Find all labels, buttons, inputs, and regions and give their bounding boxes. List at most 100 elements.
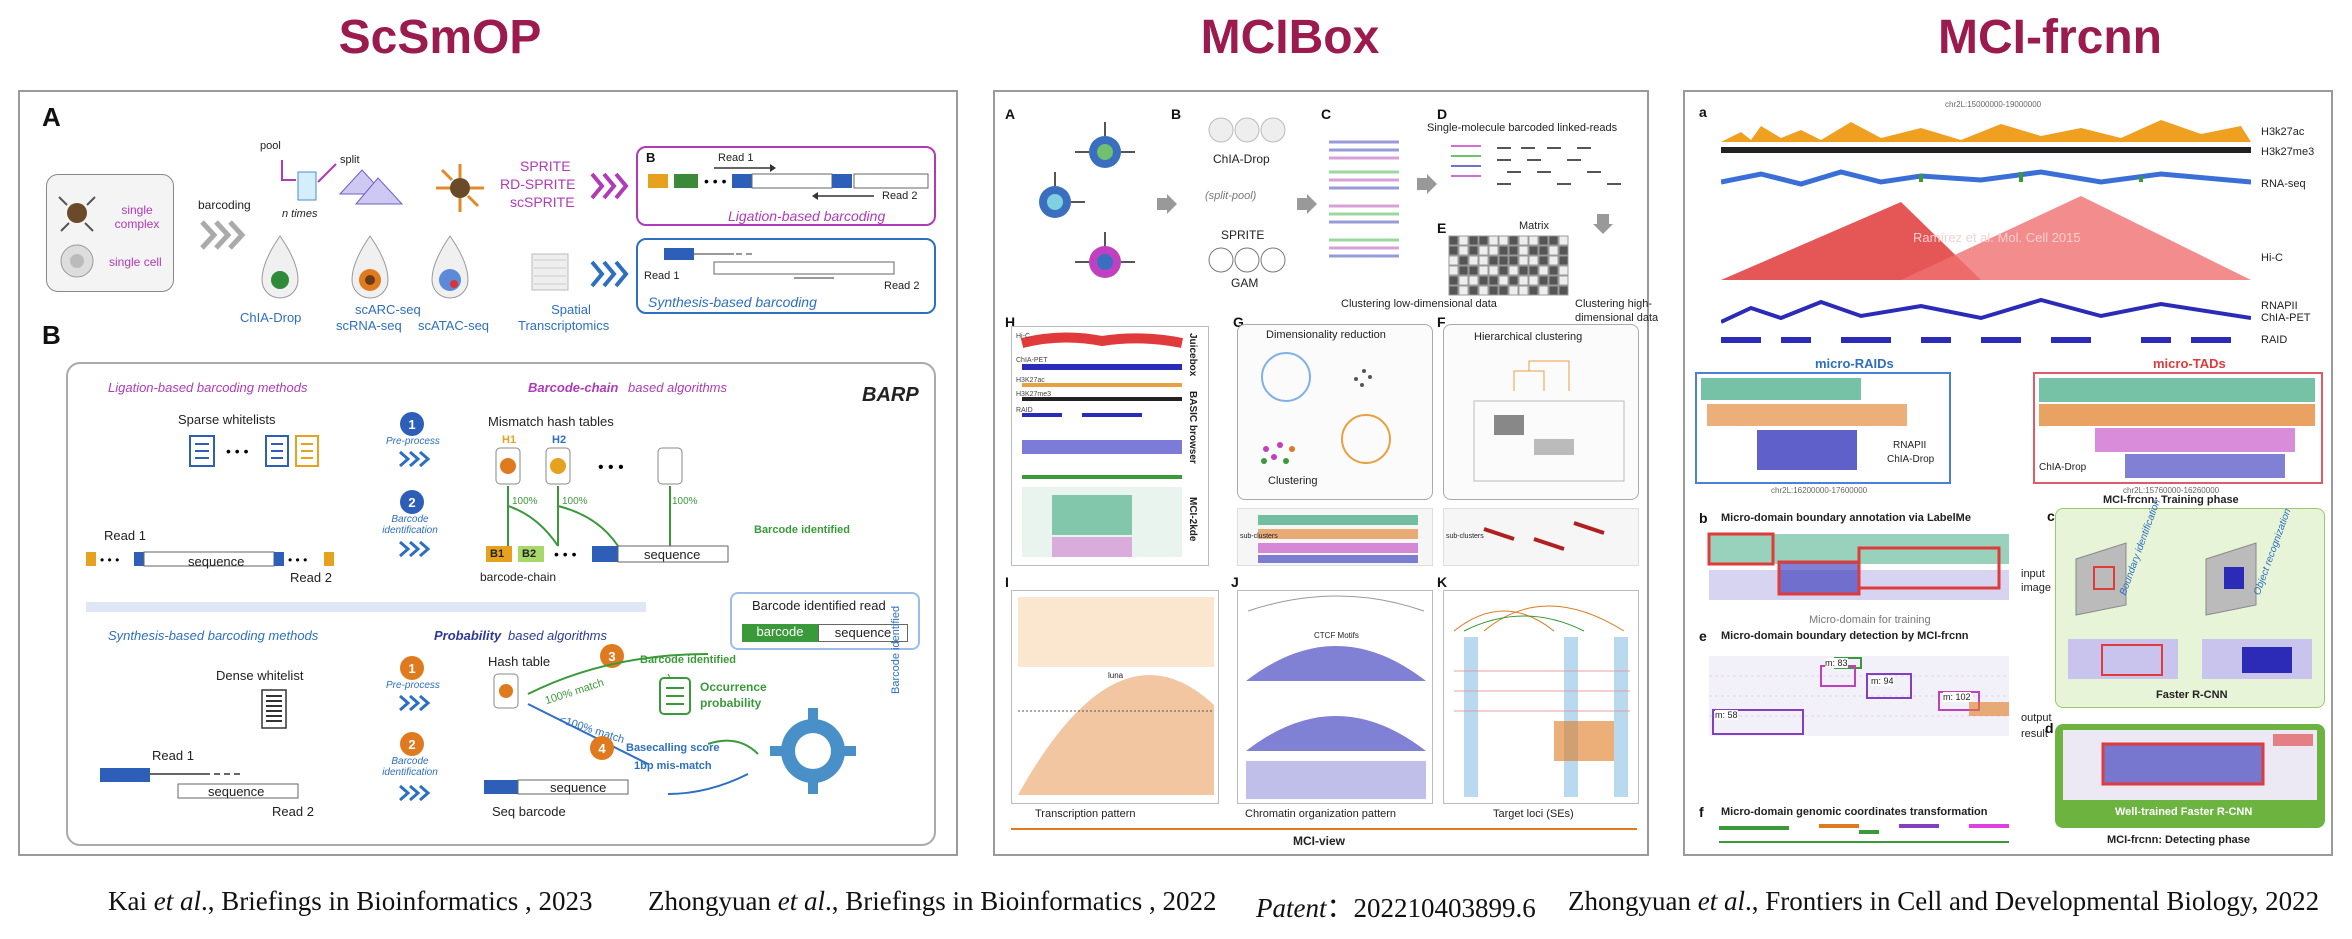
arrow-d-e-icon [1593, 214, 1613, 234]
matrix-cell [1558, 255, 1569, 266]
matrix-cell [1538, 285, 1549, 296]
matrix-cell [1508, 265, 1519, 276]
dim-reduction-label: Dimensionality reduction [1266, 329, 1386, 341]
frcnn-label-a: a [1699, 104, 1707, 120]
prob-algo-rest: based algorithms [508, 628, 607, 643]
mismatch1bp-label: 1bp mis-match [634, 760, 712, 772]
matrix-cell [1478, 245, 1489, 256]
track-raid: RAID [1016, 407, 1033, 414]
matrix-cell [1548, 245, 1559, 256]
method-gam: GAM [1231, 276, 1259, 290]
arrow-a-b-icon [1157, 194, 1177, 214]
preprocess-label-2: Pre-process [386, 680, 440, 691]
track-hic-label: Hi-C [2261, 252, 2283, 264]
m94-label: m: 94 [1871, 676, 1894, 686]
rnapii-label: RNAPII [1893, 440, 1927, 451]
label-k: K [1437, 574, 1448, 590]
matrix-cell [1468, 245, 1479, 256]
barcode-chain-label: barcode-chain [480, 570, 557, 584]
matrix-cell [1448, 245, 1459, 256]
m83-label: m: 83 [1825, 658, 1848, 668]
step-1-number: 1 [408, 417, 415, 432]
image-label: image [2021, 582, 2051, 594]
cite-right-rest: ., Frontiers in Cell and Developmental B… [1744, 886, 2320, 916]
matrix-cell [1548, 255, 1559, 266]
labelme-annotation [1707, 532, 2009, 600]
matrix-cell [1478, 285, 1489, 296]
patent-number: ：202210403899.6 [1326, 893, 1536, 923]
svg-text:• • •: • • • [598, 459, 624, 476]
hash-table-label: Hash table [488, 654, 551, 669]
ligation-barcoding-label: Ligation-based barcoding [728, 208, 886, 224]
browser-tracks [1020, 332, 1183, 557]
matrix-cell [1488, 285, 1499, 296]
split-pool-label: (split-pool) [1205, 190, 1257, 202]
matrix-cell [1488, 245, 1499, 256]
track-h3k27ac-label: H3k27ac [2261, 126, 2305, 138]
matrix-cell [1558, 285, 1569, 296]
barcode-chain-read: • • • [486, 545, 729, 563]
matrix-cell [1548, 265, 1559, 276]
matrix-cell [1528, 275, 1539, 286]
basic-browser-label: BASIC browser [1187, 391, 1198, 464]
chromatin-panel: CTCF Motifs [1237, 590, 1433, 804]
sub-clusters-label-g: sub-clusters [1240, 533, 1278, 540]
cite-middle-author: Zhongyuan [648, 886, 771, 916]
training-phase-box: Boundary identification Object recogniza… [2055, 498, 2325, 708]
detecting-phase-label: MCI-frcnn: Detecting phase [2107, 834, 2251, 846]
chromatin-pattern-label: Chromatin organization pattern [1245, 808, 1397, 820]
track-h3k27me3: H3K27me3 [1016, 391, 1052, 398]
label-c: C [1321, 106, 1332, 122]
h2-label: H2 [552, 434, 567, 446]
step-1-badge: 1 [400, 412, 424, 436]
training-thumbnails [2068, 639, 2312, 679]
frcnn-label-d: d [2045, 720, 2054, 736]
matrix-cell [1558, 235, 1569, 246]
read1-label-syn: Read 1 [152, 748, 194, 763]
matrix-cell [1528, 265, 1539, 276]
panel-label-b: B [42, 320, 61, 350]
b2-label: B2 [522, 548, 537, 560]
matrix-cell [1508, 275, 1519, 286]
label-j: J [1231, 574, 1239, 590]
identification-arrow-icon [399, 540, 431, 558]
step-2-badge: 2 [400, 490, 424, 514]
cite-left-rest: ., Briefings in Bioinformatics , 2023 [200, 886, 593, 916]
label-b: B [1171, 106, 1182, 122]
transcription-pattern-label: Transcription pattern [1035, 808, 1136, 820]
label-g: G [1233, 314, 1244, 330]
barcode-identified-read-title: Barcode identified read [752, 598, 886, 613]
pct100-label-3: 100% [672, 496, 698, 507]
split-pool-icon [281, 160, 404, 205]
step-2-number: 2 [408, 495, 415, 510]
chia-drop-label: ChIA-Drop [240, 310, 302, 325]
label-a: A [1005, 106, 1016, 122]
sequence-chip: sequence [818, 624, 908, 642]
syn-read1-label: Read 1 [644, 270, 680, 282]
matrix-cell [1508, 255, 1519, 266]
chain-algo-rest: based algorithms [628, 380, 727, 395]
matrix-cell [1498, 285, 1509, 296]
split-label: split [340, 154, 360, 166]
sub-clusters-label-f: sub-clusters [1446, 533, 1484, 540]
droplet-icons [261, 235, 569, 299]
track-raid-label: RAID [2261, 334, 2288, 346]
matrix-cell [1478, 265, 1489, 276]
matrix-cell [1488, 255, 1499, 266]
clustering-high-label-2: dimensional data [1575, 312, 1659, 324]
gam-circles-icon [1208, 247, 1286, 273]
matrix-cell [1548, 275, 1559, 286]
pool-label: pool [260, 140, 281, 152]
ligation-read: • • • • • • [86, 551, 334, 567]
matrix-cell [1488, 275, 1499, 286]
track-h3k27ac: H3K27ac [1016, 377, 1045, 384]
matrix-cell [1558, 265, 1569, 276]
clustering-low-label: Clustering low-dimensional data [1341, 298, 1497, 310]
barcode-identified-read-box: Barcode identified read barcode sequence [730, 592, 920, 650]
svg-text:• • •: • • • [288, 553, 307, 567]
matrix-cell [1448, 235, 1459, 246]
matrix-cell [1558, 275, 1569, 286]
matrix-cell [1468, 255, 1479, 266]
step-1-orange-number: 1 [408, 661, 415, 676]
citation-patent: Patent：202210403899.6 [1256, 886, 1536, 925]
